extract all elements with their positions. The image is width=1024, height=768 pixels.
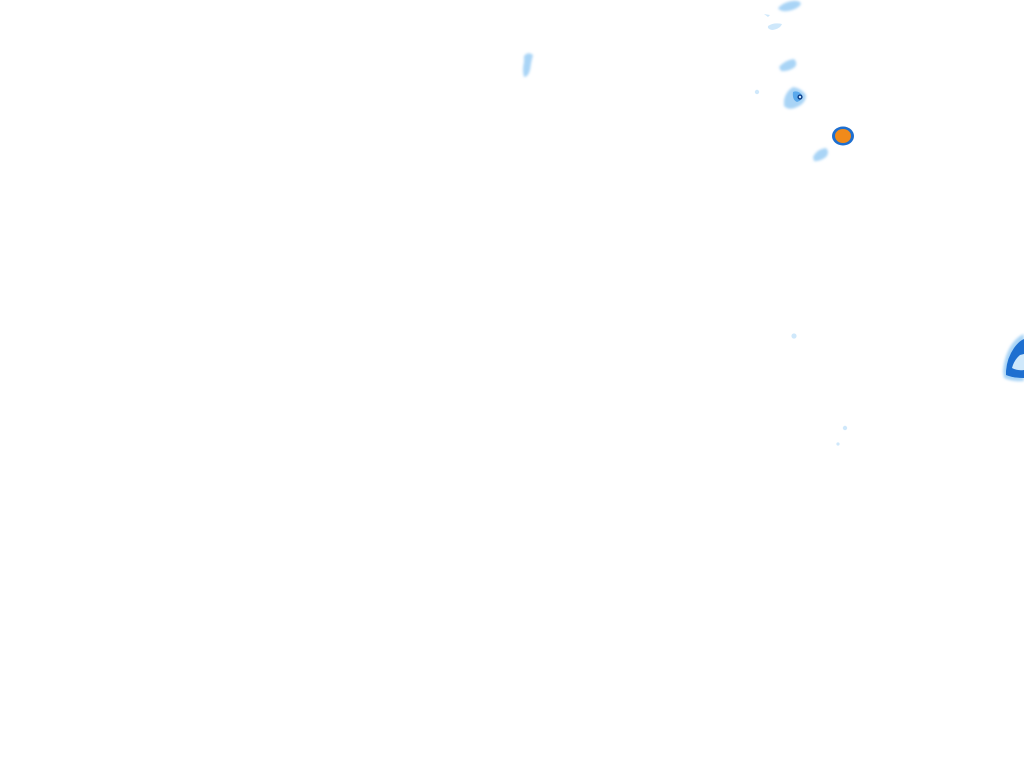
cell-dot-lower-b [836,442,840,446]
cell-northeast-core [754,87,806,109]
cell-right-edge-band [1003,334,1024,382]
cell-top-edge-b [764,14,782,30]
cell-top-edge-a [778,0,801,12]
cell-dot-lower-a [842,425,848,431]
cell-orange-core [832,126,854,146]
cell-northeast-small [779,59,797,72]
cell-north-streak [523,53,533,77]
cell-southwest-of-core [813,148,828,162]
cell-dot-mid [791,333,797,339]
